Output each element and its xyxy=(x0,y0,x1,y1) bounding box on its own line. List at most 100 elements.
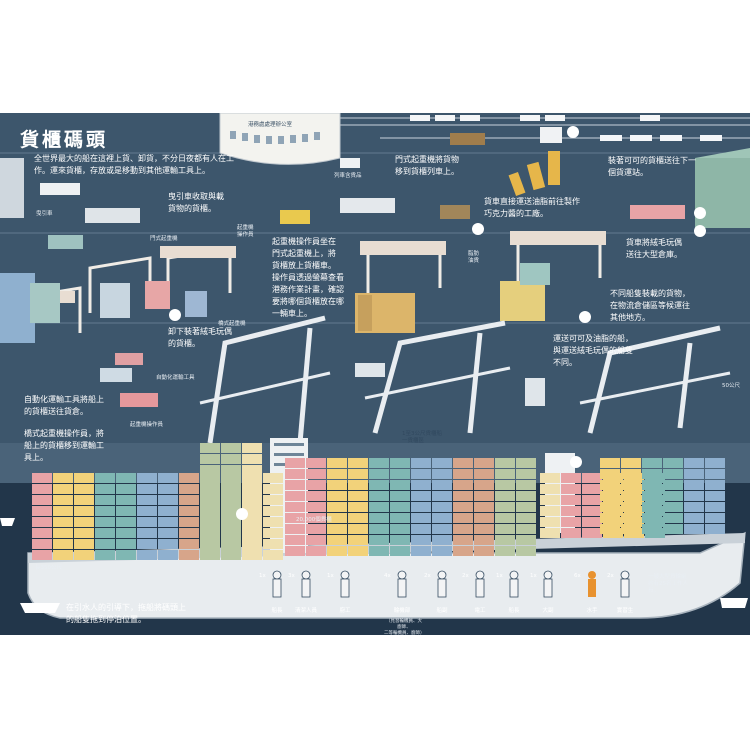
deck-container xyxy=(242,454,262,464)
caption-warehouse: 貨車將絨毛玩偶 送往大型倉庫。 xyxy=(626,238,682,259)
deck-container xyxy=(221,498,241,508)
deck-container xyxy=(74,528,94,538)
deck-container xyxy=(474,524,494,534)
deck-container xyxy=(242,509,262,519)
deck-container xyxy=(663,458,683,468)
label-oil: 脂肪 油貨 xyxy=(468,251,480,264)
deck-container xyxy=(242,542,262,552)
deck-container xyxy=(179,517,199,527)
deck-container xyxy=(705,469,725,479)
deck-container xyxy=(158,517,178,527)
deck-container xyxy=(200,509,220,519)
deck-container xyxy=(390,469,410,479)
deck-container xyxy=(495,513,515,523)
crew-count: 2x xyxy=(462,573,469,579)
deck-container xyxy=(32,506,52,516)
deck-container xyxy=(221,550,241,560)
deck-container xyxy=(32,539,52,549)
deck-container xyxy=(642,491,662,501)
deck-container xyxy=(582,484,602,494)
deck-container xyxy=(453,502,473,512)
deck-container xyxy=(242,498,262,508)
deck-container xyxy=(74,495,94,505)
deck-container xyxy=(32,484,52,494)
deck-container xyxy=(285,502,305,512)
label-teu: 20,000個貨櫃 xyxy=(296,517,332,523)
deck-container xyxy=(158,473,178,483)
caption-tug: 在引水人的引導下，拖船將碼頭上 的船隻拖到停泊位置。 xyxy=(66,603,186,624)
deck-container xyxy=(390,513,410,523)
deck-container xyxy=(432,546,452,556)
deck-container xyxy=(642,469,662,479)
deck-container xyxy=(116,517,136,527)
deck-container xyxy=(32,528,52,538)
deck-container xyxy=(369,469,389,479)
deck-container xyxy=(495,469,515,479)
deck-container xyxy=(390,502,410,512)
deck-container xyxy=(642,480,662,490)
deck-container xyxy=(53,517,73,527)
deck-container xyxy=(453,524,473,534)
deck-container xyxy=(306,546,326,556)
deck-container xyxy=(369,480,389,490)
deck-container xyxy=(285,480,305,490)
deck-container xyxy=(95,495,115,505)
crew-subnote: （見習輪機員、大廚師、 二等輪機員、廚師） xyxy=(384,619,425,635)
deck-container xyxy=(179,550,199,560)
deck-container xyxy=(684,491,704,501)
deck-container xyxy=(432,480,452,490)
deck-container xyxy=(200,476,220,486)
deck-container xyxy=(432,469,452,479)
deck-container xyxy=(540,473,560,483)
deck-container xyxy=(663,480,683,490)
label-tractor: 曳引車 xyxy=(36,211,53,217)
deck-container xyxy=(200,542,220,552)
deck-container xyxy=(221,487,241,497)
label-auto-transport: 自動化運輸工具 xyxy=(156,375,195,381)
deck-container xyxy=(561,484,581,494)
crew-count: 1x xyxy=(327,573,334,579)
deck-container xyxy=(474,469,494,479)
caption-crane-operator: 操作員透過螢幕查看 港務作業計畫，確認 要將哪個貨櫃放在哪 一輛車上。 xyxy=(272,273,344,318)
deck-container xyxy=(684,480,704,490)
deck-container xyxy=(642,513,662,523)
deck-container xyxy=(369,502,389,512)
deck-container xyxy=(516,535,536,545)
caption-auto-vehicle: 自動化運輸工具將船上 的貨櫃送往貨倉。 xyxy=(24,395,104,416)
caption-gantry-move: 門式起重機將貨物 移到貨櫃列車上。 xyxy=(395,155,459,176)
deck-container xyxy=(369,491,389,501)
deck-container xyxy=(95,550,115,560)
crew-role: 實習生 xyxy=(616,608,634,614)
crew-role: 電工 xyxy=(474,608,486,614)
deck-container xyxy=(540,517,560,527)
deck-container xyxy=(32,495,52,505)
deck-container xyxy=(621,480,641,490)
deck-container xyxy=(137,517,157,527)
deck-container xyxy=(327,524,347,534)
deck-container xyxy=(95,473,115,483)
deck-container xyxy=(540,484,560,494)
deck-container xyxy=(432,513,452,523)
deck-container xyxy=(495,480,515,490)
deck-container xyxy=(411,480,431,490)
deck-container xyxy=(348,502,368,512)
deck-container xyxy=(179,495,199,505)
deck-container xyxy=(306,502,326,512)
deck-container xyxy=(411,469,431,479)
crew-count: 1x xyxy=(496,573,503,579)
deck-container xyxy=(158,528,178,538)
deck-container xyxy=(221,531,241,541)
deck-container xyxy=(474,491,494,501)
deck-container xyxy=(516,469,536,479)
deck-container xyxy=(705,480,725,490)
deck-container xyxy=(221,476,241,486)
deck-container xyxy=(621,524,641,534)
deck-container xyxy=(32,473,52,483)
deck-container xyxy=(327,458,347,468)
deck-container xyxy=(116,550,136,560)
caption-bridge-crane: 橋式起重機操作員，將 船上的貨櫃移到運輸工 具上。 xyxy=(24,429,104,462)
deck-container xyxy=(369,458,389,468)
deck-container xyxy=(263,506,283,516)
deck-container xyxy=(242,487,262,497)
deck-container xyxy=(285,524,305,534)
